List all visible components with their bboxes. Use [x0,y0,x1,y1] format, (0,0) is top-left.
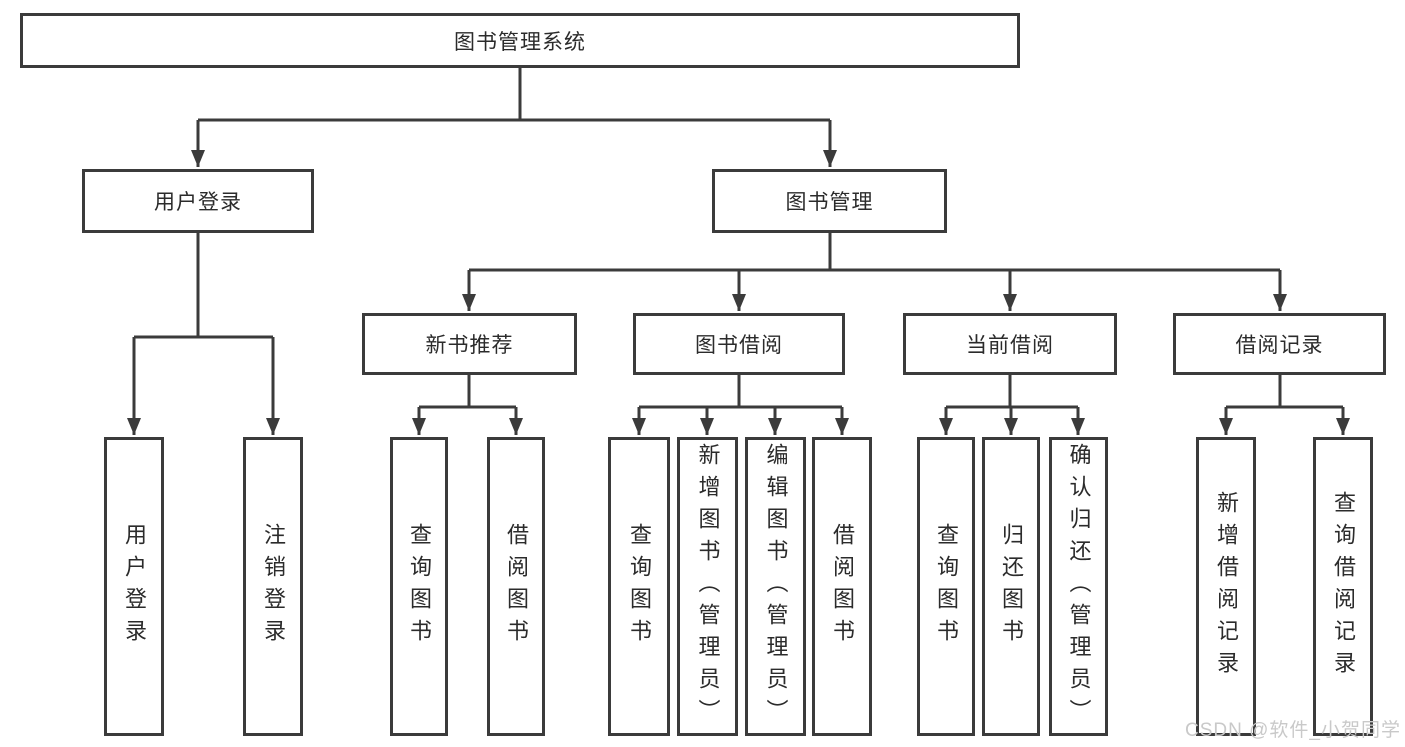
node-book-management: 图书管理 [712,169,947,233]
node-book-borrow: 图书借阅 [633,313,845,375]
leaf-borrow-add-books-admin-label: 新增图书（管理员） [695,442,721,731]
leaf-user-login-label: 用户登录 [122,522,147,651]
connector-management-branch [462,233,1287,311]
watermark-text: CSDN @软件_小贺同学 [1185,720,1401,741]
leaf-records-add-record: 新增借阅记录 [1196,437,1256,736]
leaf-borrow-edit-books-admin: 编辑图书（管理员） [745,437,806,736]
node-new-book-recommend: 新书推荐 [362,313,577,375]
leaf-borrow-borrow-books-label: 借阅图书 [830,522,855,651]
leaf-recommend-borrow-books-label: 借阅图书 [504,522,529,651]
leaf-borrow-query-books-label: 查询图书 [627,522,652,651]
leaf-current-return-books-label: 归还图书 [999,522,1024,651]
connector-borrow-branch [632,375,849,435]
leaf-logout-label: 注销登录 [261,522,286,651]
node-borrow-records-label: 借阅记录 [1235,334,1324,357]
leaf-recommend-query-books: 查询图书 [390,437,448,736]
connector-root-to-level2 [191,68,837,167]
leaf-current-confirm-return-admin: 确认归还（管理员） [1049,437,1108,736]
leaf-user-login: 用户登录 [104,437,164,736]
node-root: 图书管理系统 [20,13,1020,68]
connector-login-branch [127,233,280,435]
connector-recommend-branch [412,375,523,435]
connector-current-branch [939,375,1085,435]
node-current-borrow: 当前借阅 [903,313,1117,375]
node-book-management-label: 图书管理 [785,191,874,214]
leaf-current-query-books: 查询图书 [917,437,975,736]
leaf-records-query-record-label: 查询借阅记录 [1331,490,1356,683]
node-new-book-recommend-label: 新书推荐 [425,334,514,357]
leaf-borrow-add-books-admin: 新增图书（管理员） [677,437,738,736]
connector-group [127,68,1350,435]
leaf-borrow-edit-books-admin-label: 编辑图书（管理员） [763,442,789,731]
node-current-borrow-label: 当前借阅 [966,334,1054,357]
leaf-current-return-books: 归还图书 [982,437,1040,736]
leaf-current-query-books-label: 查询图书 [934,522,959,651]
leaf-recommend-query-books-label: 查询图书 [407,522,432,651]
node-borrow-records: 借阅记录 [1173,313,1386,375]
leaf-borrow-query-books: 查询图书 [608,437,670,736]
node-user-login: 用户登录 [82,169,314,233]
leaf-logout: 注销登录 [243,437,303,736]
node-book-borrow-label: 图书借阅 [695,334,783,357]
leaf-current-confirm-return-admin-label: 确认归还（管理员） [1066,442,1092,731]
leaf-borrow-borrow-books: 借阅图书 [812,437,872,736]
leaf-records-add-record-label: 新增借阅记录 [1214,490,1239,683]
leaf-records-query-record: 查询借阅记录 [1313,437,1373,736]
leaf-recommend-borrow-books: 借阅图书 [487,437,545,736]
node-root-label: 图书管理系统 [454,30,586,54]
node-user-login-label: 用户登录 [154,191,242,214]
connector-records-branch [1219,375,1350,435]
